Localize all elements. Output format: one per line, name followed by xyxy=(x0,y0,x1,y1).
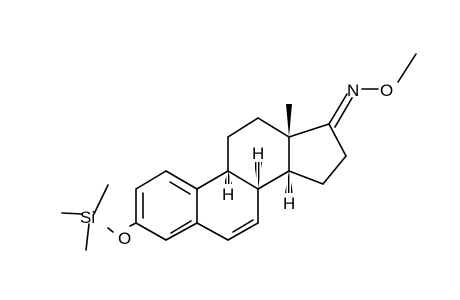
oxime-group xyxy=(328,53,417,128)
h14-hash-bond xyxy=(285,171,293,193)
tms-ether-bonds xyxy=(61,184,137,251)
atom-si: Si xyxy=(80,208,95,227)
ring-b xyxy=(196,170,259,241)
atom-o-oxime: O xyxy=(380,81,393,100)
atom-o-ether: O xyxy=(118,229,131,248)
h9-hash-bond xyxy=(224,171,232,184)
atom-h8: H xyxy=(252,144,264,163)
atom-h9: H xyxy=(222,185,234,204)
atom-h14: H xyxy=(283,194,295,213)
methyl-wedge xyxy=(286,104,292,137)
h8-hash-bond xyxy=(254,162,262,189)
ring-d xyxy=(288,123,347,185)
ring-a-aromatic xyxy=(135,170,198,241)
ring-c xyxy=(227,117,290,190)
atom-n-oxime: N xyxy=(347,81,359,100)
